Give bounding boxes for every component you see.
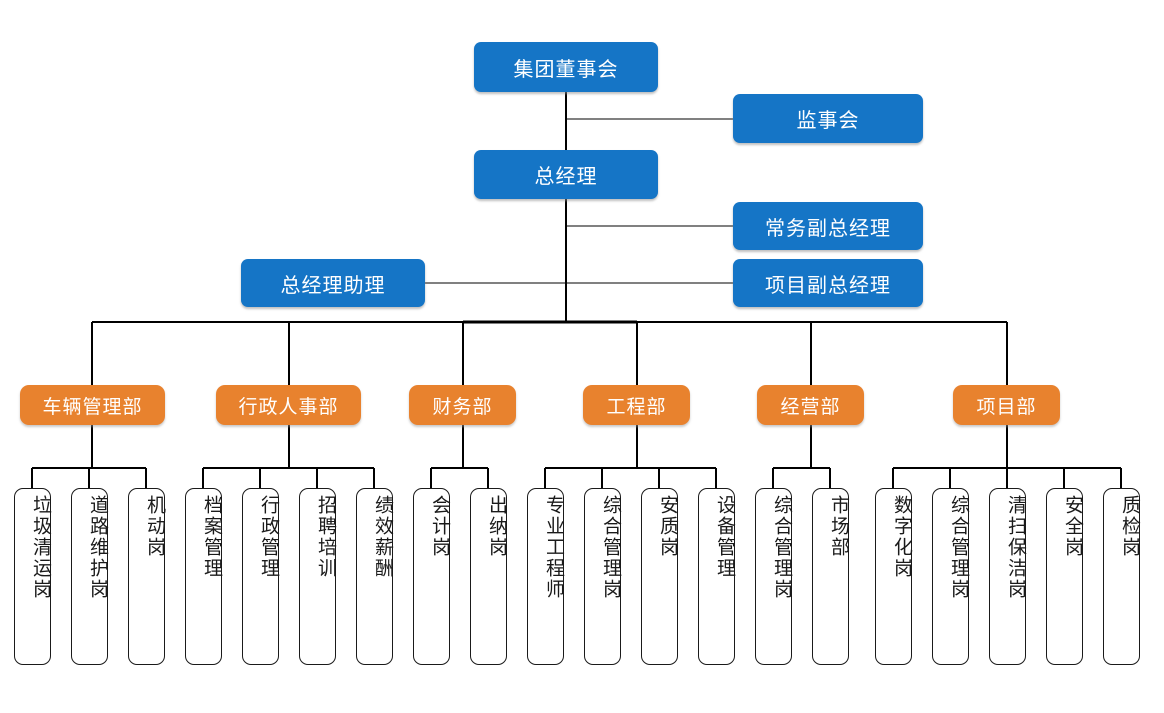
node-project-deputy-gm[interactable]: 项目副总经理	[733, 259, 923, 307]
node-label: 监事会	[796, 110, 860, 132]
node-label: 项目部	[976, 396, 1037, 418]
node-label: 垃圾清运岗	[30, 495, 51, 600]
node-label: 行政管理	[258, 495, 279, 579]
node-position-mobile-duty[interactable]: 机动岗	[128, 488, 165, 665]
node-label: 综合管理岗	[600, 495, 621, 600]
node-label: 设备管理	[714, 495, 735, 579]
node-label: 招聘培训	[315, 495, 336, 579]
node-label: 财务部	[432, 396, 493, 418]
node-supervisory-board[interactable]: 监事会	[733, 94, 923, 143]
node-position-equipment-management[interactable]: 设备管理	[698, 488, 735, 665]
node-position-professional-engineer[interactable]: 专业工程师	[527, 488, 564, 665]
node-position-accounting[interactable]: 会计岗	[413, 488, 450, 665]
node-label: 工程部	[606, 396, 667, 418]
node-position-waste-collection[interactable]: 垃圾清运岗	[14, 488, 51, 665]
node-department-project[interactable]: 项目部	[953, 385, 1060, 425]
node-position-quality-inspection[interactable]: 质检岗	[1103, 488, 1140, 665]
node-label: 机动岗	[144, 495, 165, 558]
node-position-safety[interactable]: 安全岗	[1046, 488, 1083, 665]
node-label: 行政人事部	[238, 396, 339, 418]
node-label: 绩效薪酬	[372, 495, 393, 579]
node-label: 项目副总经理	[765, 274, 891, 297]
node-label: 综合管理岗	[948, 495, 969, 600]
node-label: 经营部	[780, 396, 841, 418]
node-position-cleaning-sanitation[interactable]: 清扫保洁岗	[989, 488, 1026, 665]
node-executive-deputy-gm[interactable]: 常务副总经理	[733, 202, 923, 250]
node-position-administrative-management[interactable]: 行政管理	[242, 488, 279, 665]
node-label: 集团董事会	[513, 58, 619, 81]
node-position-road-maintenance[interactable]: 道路维护岗	[71, 488, 108, 665]
node-label: 总经理助理	[280, 274, 386, 297]
node-position-archive-management[interactable]: 档案管理	[185, 488, 222, 665]
node-label: 会计岗	[429, 495, 450, 558]
node-position-marketing[interactable]: 市场部	[812, 488, 849, 665]
node-label: 常务副总经理	[765, 217, 891, 240]
node-board-of-directors[interactable]: 集团董事会	[474, 42, 658, 92]
node-position-digitalization[interactable]: 数字化岗	[875, 488, 912, 665]
node-department-finance[interactable]: 财务部	[409, 385, 516, 425]
node-label: 综合管理岗	[771, 495, 792, 600]
node-label: 市场部	[828, 495, 849, 558]
node-position-safety-quality[interactable]: 安质岗	[641, 488, 678, 665]
node-position-performance-compensation[interactable]: 绩效薪酬	[356, 488, 393, 665]
node-position-operations-general-management[interactable]: 综合管理岗	[755, 488, 792, 665]
node-position-engineering-general-management[interactable]: 综合管理岗	[584, 488, 621, 665]
node-position-cashier[interactable]: 出纳岗	[470, 488, 507, 665]
node-department-operations[interactable]: 经营部	[757, 385, 864, 425]
node-department-engineering[interactable]: 工程部	[583, 385, 690, 425]
node-label: 道路维护岗	[87, 495, 108, 600]
node-label: 安全岗	[1062, 495, 1083, 558]
node-department-administration-hr[interactable]: 行政人事部	[216, 385, 361, 425]
node-label: 清扫保洁岗	[1005, 495, 1026, 600]
node-label: 安质岗	[657, 495, 678, 558]
node-general-manager[interactable]: 总经理	[474, 150, 658, 199]
node-label: 车辆管理部	[42, 396, 143, 418]
node-position-recruitment-training[interactable]: 招聘培训	[299, 488, 336, 665]
node-gm-assistant[interactable]: 总经理助理	[241, 259, 425, 307]
node-label: 总经理	[534, 166, 598, 188]
node-label: 质检岗	[1119, 495, 1140, 558]
node-department-vehicle-management[interactable]: 车辆管理部	[20, 385, 165, 425]
node-position-project-general-management[interactable]: 综合管理岗	[932, 488, 969, 665]
node-label: 出纳岗	[486, 495, 507, 558]
node-label: 档案管理	[201, 495, 222, 579]
node-label: 数字化岗	[891, 495, 912, 579]
node-label: 专业工程师	[543, 495, 564, 600]
